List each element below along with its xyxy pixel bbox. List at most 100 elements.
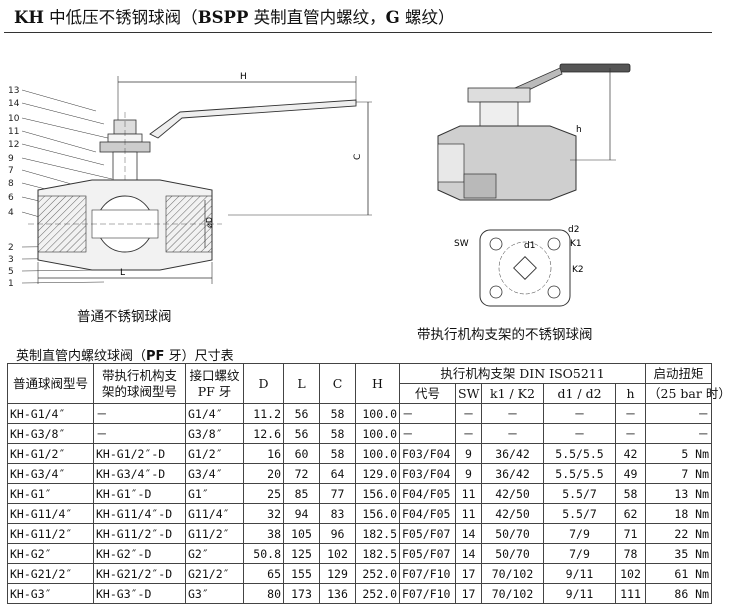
title-text-3: 螺纹） bbox=[399, 8, 455, 27]
table-cell: KH-G3″-D bbox=[93, 583, 186, 604]
part-leader-line bbox=[21, 269, 97, 272]
table-cell: KH-G1″ bbox=[7, 483, 94, 504]
table-cell: G3″ bbox=[185, 583, 244, 604]
table-caption: 英制直管内螺纹球阀（PF 牙）尺寸表 bbox=[16, 345, 234, 364]
table-cell: 7/9 bbox=[543, 543, 616, 564]
table-cell: 182.5 bbox=[355, 543, 400, 564]
table-cell: 50/70 bbox=[481, 543, 544, 564]
table-cell: G3/8″ bbox=[185, 423, 244, 444]
table-cell: 173 bbox=[283, 583, 320, 604]
dim-c-label: C bbox=[353, 154, 363, 160]
part-number-label: 8 bbox=[8, 179, 14, 189]
table-cell: － bbox=[93, 423, 186, 444]
page-title: KH 中低压不锈钢球阀（BSPP 英制直管内螺纹，G 螺纹） bbox=[14, 4, 454, 28]
header-code: 代号 bbox=[399, 383, 456, 404]
table-cell: 94 bbox=[283, 503, 320, 524]
part-leader-line bbox=[21, 102, 105, 125]
header-h: H bbox=[355, 363, 400, 404]
part-leader-line bbox=[21, 117, 113, 140]
table-cell: － bbox=[93, 403, 186, 424]
header-actuator-model-line1: 带执行机构支 bbox=[101, 367, 177, 383]
table-cell: KH-G1/2″ bbox=[7, 443, 94, 464]
header-thread-line2: PF 牙 bbox=[197, 383, 232, 399]
table-cell: 25 bbox=[243, 483, 284, 504]
dim-h-small-label: h bbox=[576, 125, 582, 135]
table-cell: KH-G11/2″-D bbox=[93, 523, 186, 544]
part-number-label: 14 bbox=[8, 99, 20, 109]
title-text-2: 英制直管内螺纹， bbox=[248, 8, 386, 27]
header-torque: 启动扭矩 bbox=[645, 363, 713, 384]
table-cell: 56 bbox=[283, 423, 320, 444]
table-cell: 16 bbox=[243, 443, 284, 464]
title-thread: G bbox=[385, 8, 400, 27]
table-cell: 5.5/5.5 bbox=[543, 443, 616, 464]
table-cell: 9/11 bbox=[543, 583, 616, 604]
table-cell: F07/F10 bbox=[399, 583, 456, 604]
table-cell: － bbox=[481, 423, 544, 444]
table-cell: 22 Nm bbox=[645, 523, 713, 544]
table-cell: 96 bbox=[319, 523, 356, 544]
table-cell: 100.0 bbox=[355, 403, 400, 424]
dim-d2-label: d2 bbox=[568, 225, 579, 235]
table-cell: 58 bbox=[319, 423, 356, 444]
table-cell: 100.0 bbox=[355, 443, 400, 464]
table-cell: 14 bbox=[455, 543, 482, 564]
table-cell: F03/F04 bbox=[399, 463, 456, 484]
header-hh: h bbox=[614, 383, 647, 404]
table-cell: 5.5/7 bbox=[543, 503, 616, 524]
table-cell: 60 bbox=[283, 443, 320, 464]
table-cell: 156.0 bbox=[355, 503, 400, 524]
table-cell: － bbox=[645, 403, 713, 424]
table-cell: 71 bbox=[614, 523, 647, 544]
header-l: L bbox=[283, 363, 320, 404]
part-number-label: 11 bbox=[8, 127, 19, 137]
table-cell: 86 Nm bbox=[645, 583, 713, 604]
table-cell: KH-G3/8″ bbox=[7, 423, 94, 444]
table-cell: － bbox=[614, 423, 647, 444]
part-leader-line bbox=[21, 143, 105, 166]
table-cell: F05/F07 bbox=[399, 543, 456, 564]
table-cell: 9/11 bbox=[543, 563, 616, 584]
table-cell: － bbox=[645, 423, 713, 444]
table-cell: KH-G1/4″ bbox=[7, 403, 94, 424]
table-cell: 156.0 bbox=[355, 483, 400, 504]
table-cell: 136 bbox=[319, 583, 356, 604]
table-cell: F05/F07 bbox=[399, 523, 456, 544]
table-cell: G3/4″ bbox=[185, 463, 244, 484]
table-cell: 56 bbox=[283, 403, 320, 424]
table-cell: KH-G2″ bbox=[7, 543, 94, 564]
table-cell: F04/F05 bbox=[399, 503, 456, 524]
part-number-label: 3 bbox=[8, 255, 14, 265]
header-d: D bbox=[243, 363, 284, 404]
table-cell: － bbox=[399, 423, 456, 444]
table-cell: 111 bbox=[614, 583, 647, 604]
table-cell: KH-G11/4″ bbox=[7, 503, 94, 524]
table-cell: F07/F10 bbox=[399, 563, 456, 584]
table-cell: 70/102 bbox=[481, 583, 544, 604]
table-cell: 182.5 bbox=[355, 523, 400, 544]
part-number-label: 1 bbox=[8, 279, 14, 289]
table-cell: 65 bbox=[243, 563, 284, 584]
table-cell: 72 bbox=[283, 463, 320, 484]
dim-k2-label: K2 bbox=[572, 265, 584, 275]
table-cell: 12.6 bbox=[243, 423, 284, 444]
table-cell: KH-G3/4″-D bbox=[93, 463, 186, 484]
part-leader-line bbox=[21, 157, 113, 180]
header-actuator-group: 执行机构支架 DIN ISO5211 bbox=[398, 363, 647, 384]
table-cell: 11 bbox=[455, 503, 482, 524]
table-cell: 7/9 bbox=[543, 523, 616, 544]
dim-d1-label: d1 bbox=[524, 241, 535, 251]
table-cell: 50.8 bbox=[243, 543, 284, 564]
table-cell: 80 bbox=[243, 583, 284, 604]
dim-h-label: H bbox=[240, 72, 247, 82]
table-cell: 155 bbox=[283, 563, 320, 584]
part-number-label: 2 bbox=[8, 243, 14, 253]
table-cell: 32 bbox=[243, 503, 284, 524]
table-cell: 13 Nm bbox=[645, 483, 713, 504]
